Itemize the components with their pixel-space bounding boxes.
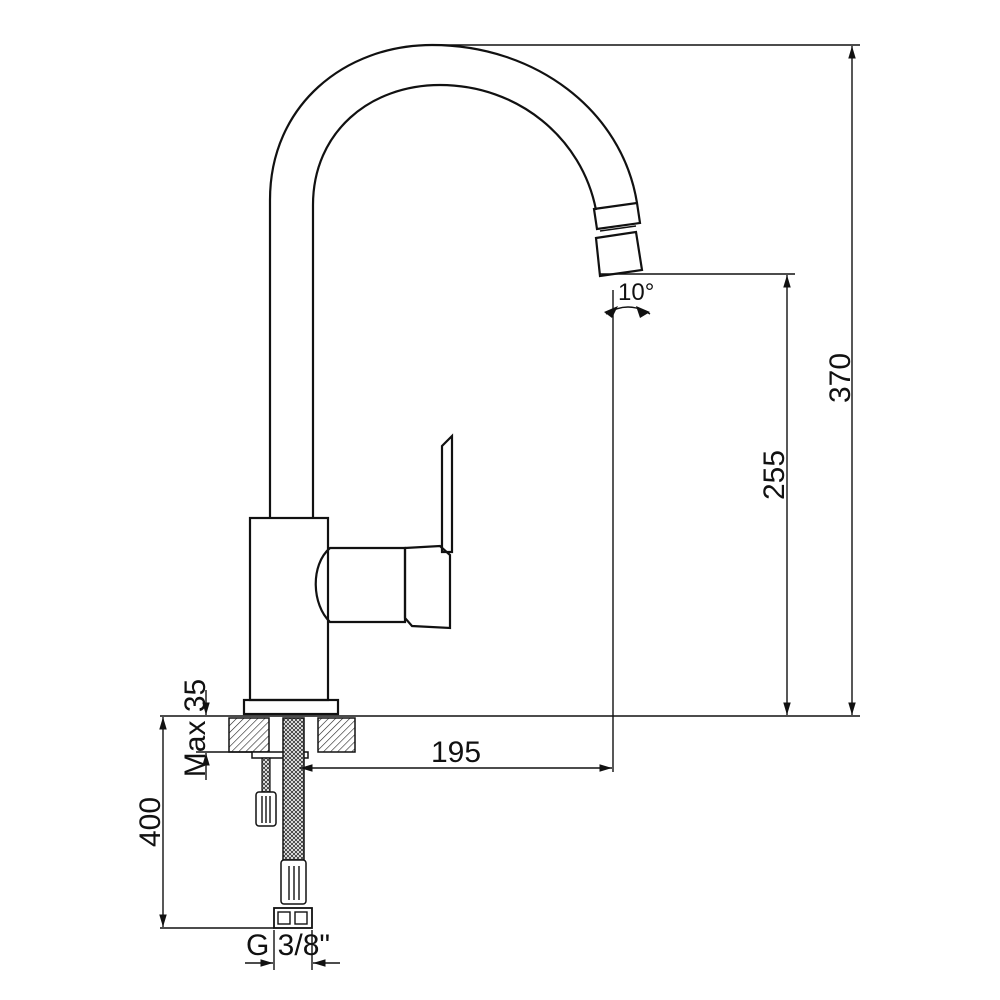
dimension-label-195: 195 (431, 736, 481, 769)
dimension-total-height: 370 (432, 44, 860, 715)
dimension-label-angle: 10° (618, 279, 654, 306)
spout (268, 43, 639, 518)
dimension-hose-length: 400 (134, 717, 274, 929)
faucet-body (242, 516, 340, 716)
supply-hose (273, 717, 313, 929)
dimension-label-400: 400 (134, 797, 167, 847)
aerator (592, 201, 644, 278)
dimension-counter-thickness: Max 35 (179, 679, 252, 780)
handle-lever (314, 433, 454, 630)
mounting-hardware (228, 717, 356, 827)
dimension-spout-reach: 195 (300, 290, 614, 772)
dimension-thread: G 3/8" (245, 929, 340, 970)
dimension-swivel-angle: 10° (604, 279, 654, 318)
dimension-label-255: 255 (758, 450, 791, 500)
dimension-label-370: 370 (824, 353, 857, 403)
dimension-spout-height: 255 (600, 273, 795, 715)
dimension-label-max35: Max 35 (179, 679, 212, 777)
dimension-label-thread: G 3/8" (246, 929, 330, 962)
